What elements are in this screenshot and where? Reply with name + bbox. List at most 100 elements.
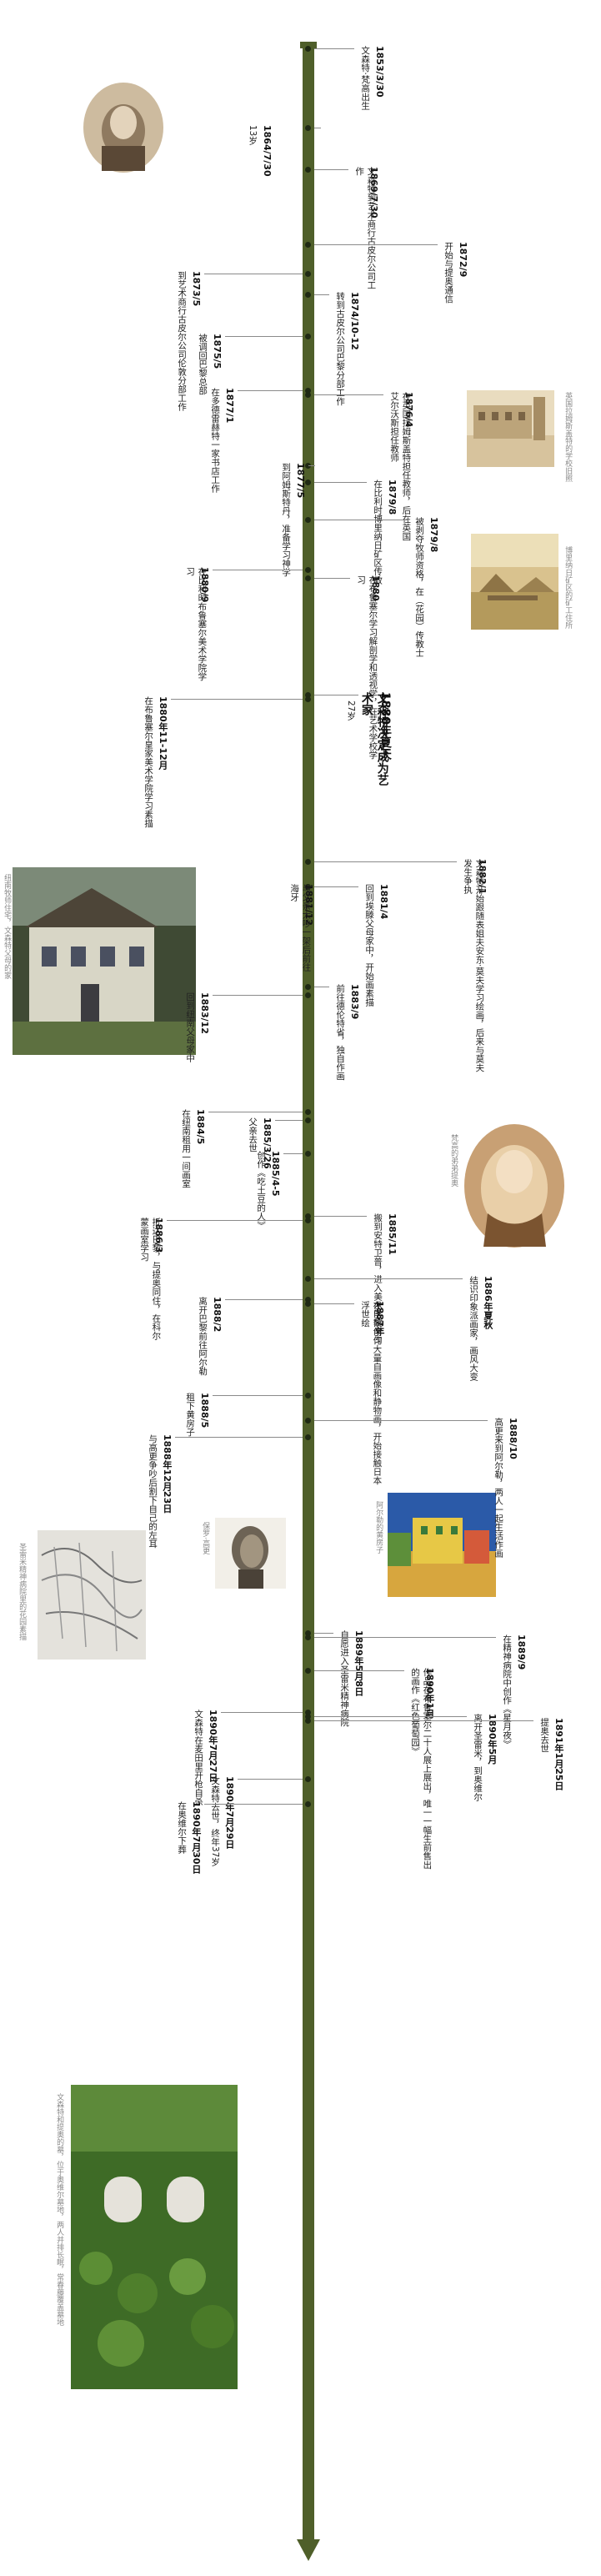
event-caption: 在英国拉姆斯盖特担任教师，后在英国艾尔沃斯担任教师 [389,392,412,541]
event-date: 1874/10-12 [348,292,360,350]
event-caption: 在布鲁塞尔学习解剖学和透视学，在艺术学校学习 [356,575,378,760]
photo-borinage [471,534,558,630]
event-caption: 文森特开始跟随表姐夫安东·莫夫学习绘画，后来与莫夫发生争执 [463,859,485,1072]
timeline-node [305,1418,311,1424]
timeline-node [305,242,311,248]
event-date: 1888/2 [211,1297,223,1333]
timeline-connector [308,465,315,466]
event-caption: 在比利时博里纳日矿区传教 [373,480,383,585]
timeline-axis [303,46,314,2539]
event-date: 1891年1月25日 [553,1718,564,1790]
photo-caption-5: 梵高的弟弟提奥 [449,1134,458,1187]
timeline-node [305,1393,311,1398]
timeline-node [305,696,311,702]
timeline-connector [314,1216,367,1217]
timeline-node [305,125,311,131]
event-caption: 父亲去世 [248,1117,258,1152]
timeline-connector [314,578,350,579]
timeline-connector [314,861,457,862]
timeline-node [305,992,311,998]
timeline-connector [275,1120,303,1121]
timeline-node [305,463,311,469]
event-date: 1880年11-12月 [157,696,168,770]
photo-nuenen-parsonage [13,867,196,1055]
photo-gauguin [215,1518,286,1589]
event-date: 1890年7月29日 [223,1776,235,1849]
timeline-connector [221,1712,303,1713]
event-caption: 高更来到阿尔勒，两人一起生活作画 [493,1418,504,1558]
event-date: 1886/3 [153,1218,164,1253]
event-caption: 回到埃滕父母家中，开始画素描 [364,884,375,1007]
timeline-connector [175,1437,303,1438]
gauguin-bust-image [215,1518,286,1589]
event-caption: 作品在布鲁塞尔二十人展上展出，唯一一幅生前售出的画作《红色葡萄园》 [410,1668,433,1870]
timeline-node [305,1434,311,1440]
photo-ramsgate-school [467,390,554,467]
timeline-node [305,859,311,865]
event-caption: 到艺术商行古皮尔公司伦敦分部工作 [177,271,188,411]
event-date: 1869/7/30 [368,167,379,218]
event-caption: 开始与提奥通信 [443,242,454,304]
timeline-connector [283,1153,303,1154]
photo-yellow-house [388,1493,496,1597]
timeline-connector [213,995,303,996]
timeline-node [305,1218,311,1223]
timeline-connector [225,1299,303,1300]
event-caption: 自愿进入圣雷米精神病院 [339,1630,350,1727]
timeline-connector [204,1804,303,1805]
event-date: 1887年 [373,1301,385,1336]
event-date: 1853/3/30 [373,46,385,98]
asylum-sketch-image [38,1530,146,1660]
event-caption: 在巴黎创作大量自画像和静物画，开始接触日本浮世绘 [360,1301,383,1485]
event-caption: 文森特·梵高出生 [360,46,371,110]
timeline-node [305,1776,311,1782]
grave-ivy-image [71,2085,238,2389]
event-date: 1885/4-5 [269,1151,281,1197]
event-subcaption: 27岁 [346,700,357,721]
event-caption: 转到古皮尔公司巴黎分部工作 [335,292,346,406]
timeline-axis-cap [300,42,317,48]
timeline-node [305,1668,311,1674]
photo-caption-8: 圣雷米精神病院里的花园素描 [18,1543,27,1640]
timeline-connector [225,336,303,337]
event-caption: 提奥去世 [539,1718,550,1753]
timeline-node [305,480,311,485]
event-date: 1876/4 [403,392,414,428]
event-date: 1873/5 [190,271,202,307]
photo-portrait-young [82,81,165,174]
event-caption: 与高更争吵后割下自己的左耳 [148,1434,158,1549]
event-caption: 离开圣雷米，到奥维尔 [473,1714,483,1801]
event-caption: 在布鲁塞尔皇家美术学院学习素描 [143,696,154,828]
event-date: 1885/11 [386,1213,398,1255]
event-caption: 在精神病院中创作《星月夜》 [502,1634,513,1749]
timeline-node [305,271,311,277]
timeline-connector [317,886,323,887]
event-date: 1886年夏秋 [482,1276,493,1329]
event-date: 1875/5 [211,334,223,369]
timeline-node [305,46,311,52]
event-date: 1882/1 [476,859,488,895]
event-caption: 文森特去世，终年37岁 [210,1776,221,1866]
event-caption: 被剥夺牧师资格，在（花园）传教士 [414,517,425,657]
event-caption: 前往德伦特省，独自作画 [335,984,346,1081]
event-date: 1888/5 [198,1393,210,1429]
timeline-connector [314,1420,488,1421]
timeline-connector [314,48,354,49]
event-caption: 文森特到艺术商行古皮尔公司工作 [354,167,377,289]
event-date: 1883/9 [348,984,360,1020]
timeline-connector [314,1716,467,1717]
event-caption: 抵达巴黎，与提奥同住，在科尔蒙画室学习 [139,1218,162,1340]
timeline-connector [167,1220,303,1221]
timeline-connector [314,1278,463,1279]
timeline-node [305,567,311,573]
photo-caption-7: 保罗·高更 [201,1522,210,1554]
event-caption: 租下黄房子 [185,1393,196,1437]
event-date: 1879/8 [386,480,398,515]
photo-caption-3: 博里纳日矿区的矿工住所 [563,546,573,629]
event-caption: 与父亲大吵一架后前往海牙 [289,884,312,972]
yellow-house-painting [388,1493,496,1597]
timeline-node [305,334,311,339]
timeline-node [305,884,311,890]
photo-caption-2: 英国拉姆斯盖特的学校旧照 [563,392,573,482]
timeline-node [305,392,311,398]
